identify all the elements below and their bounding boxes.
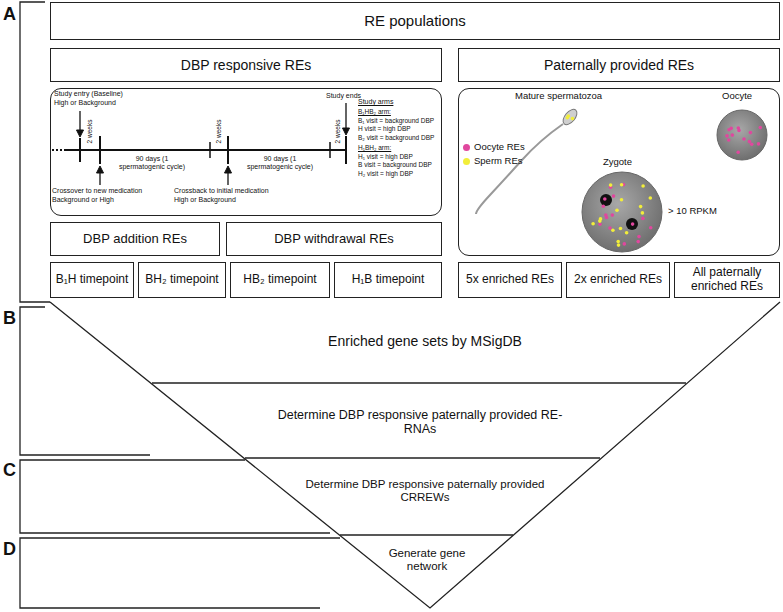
annotation-text: 2 weeks (334, 114, 343, 148)
process-box: 5x enriched REs (458, 262, 562, 298)
illustration-panel: Mature spermatozoa OocyteZygote > 10 RPKM (458, 88, 780, 256)
panel-letter: D (3, 539, 16, 560)
node-text: Generate gene network (375, 547, 479, 573)
timeline (52, 103, 350, 185)
panel-letter: A (3, 4, 16, 25)
annotation-text: Study arms (358, 98, 442, 106)
process-box: DBP addition REs (50, 222, 220, 256)
group-box: Paternally provided REs (458, 48, 780, 82)
annotation-text: Background or High (52, 196, 152, 204)
legend-swatch (463, 144, 470, 151)
node-text: 2x enriched REs (574, 273, 662, 287)
annotation-text: Study entry (Baseline) (54, 90, 164, 98)
legend-swatch (463, 158, 470, 165)
process-box: HB₂ timepoint (230, 262, 330, 298)
node-text: All paternally enriched REs (679, 266, 775, 294)
node-text: Enriched gene sets by MSigDB (328, 333, 522, 349)
annotation-text: 90 days (1 spermatogenic cycle) (112, 155, 192, 171)
legend-text: Oocyte REs (474, 142, 525, 153)
process-box: 2x enriched REs (566, 262, 670, 298)
panel-bracket (20, 2, 50, 302)
panel-bracket (20, 538, 340, 608)
panel-letter: C (3, 460, 16, 481)
funnel-band: Enriched gene sets by MSigDB (215, 325, 635, 357)
process-box: H₁B timepoint (334, 262, 442, 298)
annotation-text: 90 days (1 spermatogenic cycle) (240, 155, 320, 171)
funnel-divider (152, 383, 686, 535)
group-box: DBP responsive REs (50, 48, 442, 82)
annotation-text: B₂ visit = background DBP (358, 134, 442, 141)
annotation-text: Crossover to new medication (52, 187, 152, 195)
annotation-text: B₁ visit = background DBP (358, 117, 442, 124)
node-text: Determine DBP responsive paternally prov… (262, 408, 578, 437)
cell-illustration (476, 107, 767, 252)
node-text: RE populations (364, 12, 466, 29)
annotation-text: H₂ visit = high DBP (358, 170, 442, 177)
node-text: DBP withdrawal REs (274, 232, 394, 247)
title-box: RE populations (50, 2, 780, 40)
node-text: DBP responsive REs (181, 57, 311, 73)
annotation-text: H₁ visit = high DBP (358, 153, 442, 160)
process-box: B₁H timepoint (50, 262, 134, 298)
annotation-text: 2 weeks (86, 114, 95, 148)
panel-bracket (20, 307, 150, 455)
node-text: 5x enriched REs (466, 273, 554, 287)
node-text: H₁B timepoint (352, 273, 425, 287)
timeline-panel: Study entry (Baseline)High or Background… (50, 88, 442, 216)
annotation-text: Zygote (603, 157, 663, 168)
annotation-text: Oocyte (722, 91, 782, 102)
process-box: All paternally enriched REs (674, 262, 780, 298)
process-box: DBP withdrawal REs (226, 222, 442, 256)
annotation-text: 2 weeks (215, 114, 224, 148)
node-text: Paternally provided REs (544, 57, 694, 73)
legend-text: Sperm REs (474, 156, 523, 167)
node-text: B₁H timepoint (56, 273, 129, 287)
annotation-text: B visit = background DBP (358, 161, 442, 168)
annotation-text: Crossback to initial medication (174, 187, 286, 195)
funnel-band: Determine DBP responsive paternally prov… (262, 398, 578, 446)
annotation-text: H₁BH₂ arm: (358, 144, 442, 151)
node-text: HB₂ timepoint (243, 273, 316, 287)
funnel-band: Determine DBP responsive paternally prov… (300, 468, 550, 514)
annotation-text: High or Background (54, 99, 164, 107)
funnel-band: Generate gene network (375, 541, 479, 579)
annotation-text: H visit = high DBP (358, 125, 442, 132)
annotation-text: Mature spermatozoa (515, 91, 625, 102)
panel-bracket (20, 460, 330, 533)
annotation-text: B₁HB₂ arm: (358, 108, 442, 115)
annotation-text: High or Background (174, 196, 286, 204)
process-box: BH₂ timepoint (138, 262, 226, 298)
annotation-text: > 10 RPKM (668, 206, 738, 217)
node-text: Determine DBP responsive paternally prov… (300, 478, 550, 504)
panel-letter: B (3, 308, 16, 329)
node-text: DBP addition REs (83, 232, 187, 247)
funnel-outline (50, 302, 780, 608)
node-text: BH₂ timepoint (145, 273, 218, 287)
